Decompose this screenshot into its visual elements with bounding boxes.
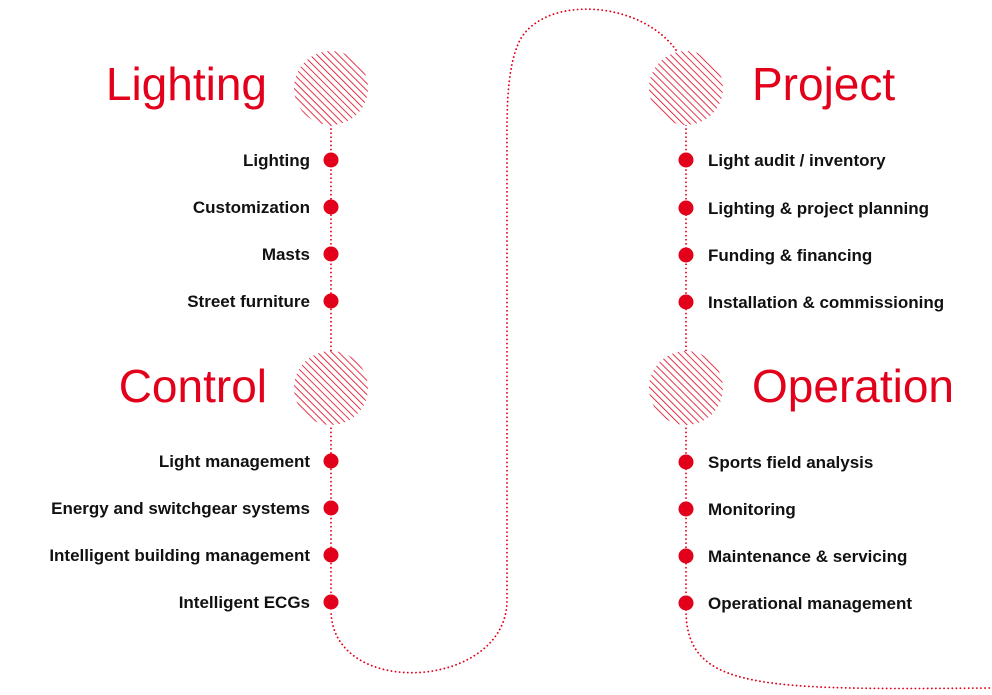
- dot-icon-right-2: [678, 200, 694, 216]
- list-item-maintenance: Maintenance & servicing: [708, 547, 908, 566]
- list-item-monitoring: Monitoring: [708, 500, 796, 519]
- list-item-masts: Masts: [261, 245, 310, 264]
- list-item-installation: Installation & commissioning: [708, 293, 945, 312]
- dot-icon-right-8: [678, 595, 694, 611]
- dot-icon-right-3: [678, 247, 694, 263]
- list-item-lighting: Lighting: [242, 151, 310, 170]
- dot-icon-left-7: [323, 547, 339, 563]
- list-item-intelligent-building: Intelligent building management: [49, 546, 310, 565]
- hatched-circle-icon-operation: [649, 351, 723, 425]
- list-item-street-furniture: Street furniture: [187, 292, 310, 311]
- dot-icon-left-1: [323, 152, 339, 168]
- section-markers: [294, 51, 723, 425]
- hatched-circle-icon-project: [649, 51, 723, 125]
- dot-icon-left-4: [323, 293, 339, 309]
- dot-icon-right-7: [678, 548, 694, 564]
- list-item-light-audit: Light audit / inventory: [708, 151, 886, 170]
- list-item-intelligent-ecgs: Intelligent ECGs: [178, 593, 310, 612]
- dot-icon-left-6: [323, 500, 339, 516]
- list-item-project-planning: Lighting & project planning: [708, 199, 929, 218]
- section-title-project: Project: [752, 58, 896, 110]
- dot-icon-left-2: [323, 199, 339, 215]
- center-s-curve-line: [330, 8, 677, 674]
- dot-icon-right-5: [678, 454, 694, 470]
- list-item-funding: Funding & financing: [708, 246, 873, 265]
- list-item-operational-management: Operational management: [708, 594, 913, 613]
- bottom-right-tail-line: [685, 609, 992, 690]
- list-item-energy-switchgear: Energy and switchgear systems: [51, 499, 310, 518]
- hatched-circle-icon-control: [294, 351, 368, 425]
- dot-icon-right-4: [678, 294, 694, 310]
- dot-icon-left-8: [323, 594, 339, 610]
- dot-icon-right-6: [678, 501, 694, 517]
- bullet-dots: [323, 152, 694, 611]
- section-title-control: Control: [118, 360, 267, 412]
- section-title-operation: Operation: [752, 360, 955, 412]
- hatched-circle-icon-lighting: [294, 51, 368, 125]
- dot-icon-left-5: [323, 453, 339, 469]
- dot-icon-right-1: [678, 152, 694, 168]
- dot-icon-left-3: [323, 246, 339, 262]
- list-item-sports-field: Sports field analysis: [708, 453, 874, 472]
- dotted-connector-lines: [330, 8, 992, 690]
- list-item-customization: Customization: [192, 198, 310, 217]
- list-item-light-management: Light management: [158, 452, 310, 471]
- section-title-lighting: Lighting: [105, 58, 267, 110]
